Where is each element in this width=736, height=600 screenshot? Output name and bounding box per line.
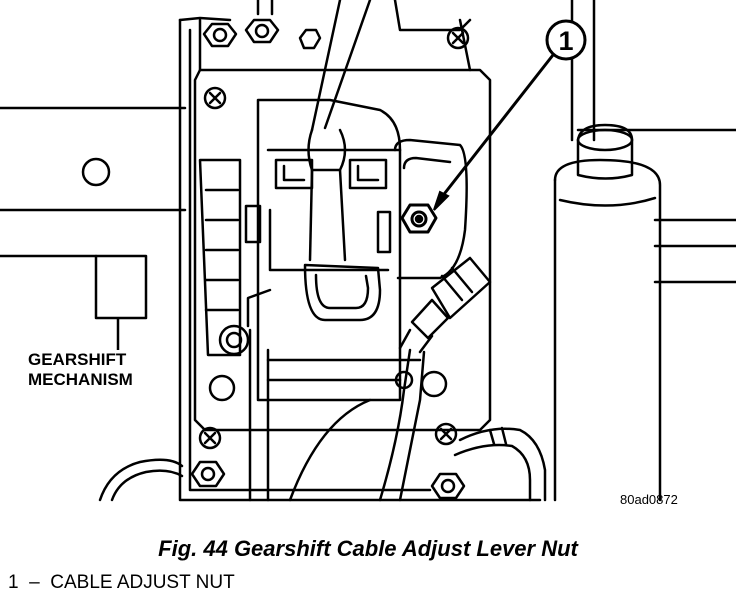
- legend-separator: –: [29, 572, 40, 593]
- figure-caption: Fig. 44 Gearshift Cable Adjust Lever Nut: [158, 536, 578, 561]
- gearshift-label-line1: GEARSHIFT: [28, 350, 127, 369]
- legend-text: CABLE ADJUST NUT: [50, 572, 235, 593]
- callout-1: 1: [545, 19, 587, 61]
- gearshift-mechanism-label: GEARSHIFT MECHANISM: [26, 350, 135, 390]
- figure-code: 80ad0872: [620, 492, 678, 507]
- legend-item: 1 – CABLE ADJUST NUT: [8, 572, 235, 594]
- callout-1-leader: [433, 54, 555, 211]
- gearshift-diagram: 1: [0, 0, 736, 502]
- legend-number: 1: [8, 572, 19, 593]
- gearshift-label-line2: MECHANISM: [28, 370, 133, 389]
- callout-1-number: 1: [558, 26, 573, 56]
